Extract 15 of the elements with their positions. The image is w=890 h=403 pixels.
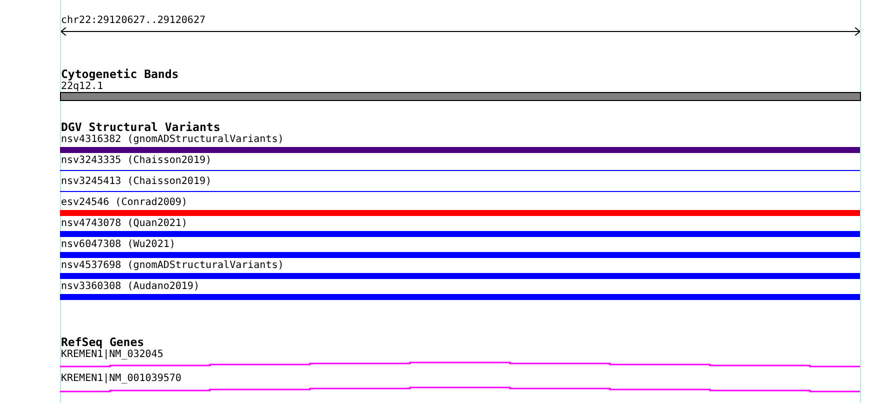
variant-label: nsv3245413 (Chaisson2019) xyxy=(61,176,212,187)
variant-label: nsv4316382 (gnomADStructuralVariants) xyxy=(61,134,284,145)
variant-label: nsv6047308 (Wu2021) xyxy=(61,239,176,250)
band-label: 22q12.1 xyxy=(61,81,104,92)
variant-label: nsv3360308 (Audano2019) xyxy=(61,281,200,292)
track-title: Cytogenetic Bands xyxy=(61,68,179,80)
gene-label: KREMEN1|NM_032045 xyxy=(61,349,164,360)
variant-label: nsv4537698 (gnomADStructuralVariants) xyxy=(61,260,284,271)
variant-label: esv24546 (Conrad2009) xyxy=(61,197,188,208)
variant-label: nsv4743078 (Quan2021) xyxy=(61,218,188,229)
track-title: DGV Structural Variants xyxy=(61,121,220,133)
coordinate-label: chr22:29120627..29120627 xyxy=(61,15,206,26)
track-title: RefSeq Genes xyxy=(61,336,144,348)
gene-label: KREMEN1|NM_001039570 xyxy=(61,373,182,384)
variant-label: nsv3243335 (Chaisson2019) xyxy=(61,155,212,166)
